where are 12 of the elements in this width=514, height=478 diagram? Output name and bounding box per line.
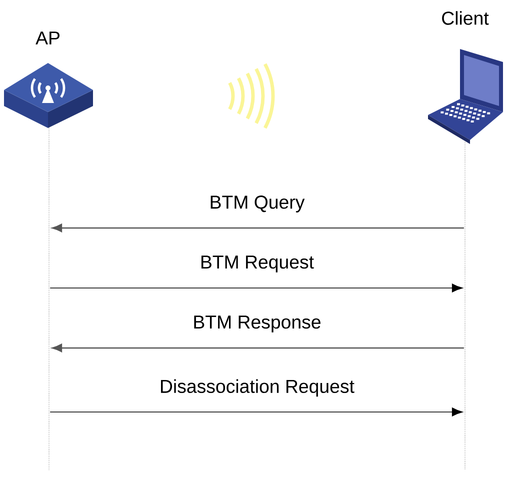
edge-label: BTM Request	[198, 254, 316, 274]
edge-label: BTM Response	[191, 314, 323, 334]
message-arrow	[52, 224, 464, 232]
entity-label: AP	[36, 32, 60, 44]
message-arrow	[50, 408, 463, 416]
lifeline	[48, 128, 50, 470]
message-arrow	[52, 344, 464, 352]
edge-label: Disassociation Request	[158, 378, 356, 398]
lifeline	[464, 142, 466, 470]
message-arrow	[50, 284, 463, 292]
entity-label: Client	[442, 11, 489, 25]
edge-label: BTM Query	[208, 194, 306, 214]
